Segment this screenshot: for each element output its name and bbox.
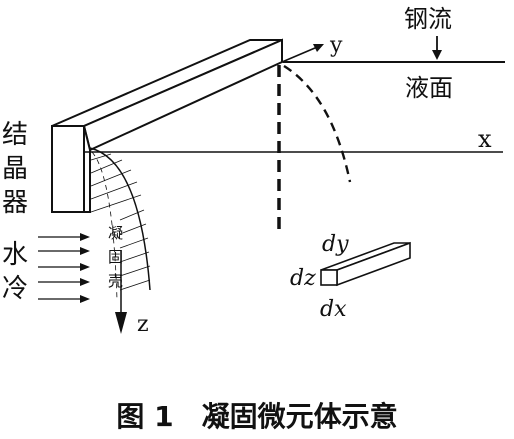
element-dx-label: dx — [320, 297, 347, 322]
mold-box — [51, 38, 283, 213]
svg-text:固: 固 — [108, 248, 123, 266]
figure-caption: 图 1 凝固微元体示意 — [116, 400, 397, 433]
steel-stream-curve — [283, 64, 352, 183]
shell-hatching — [89, 147, 151, 301]
y-axis — [281, 44, 324, 63]
svg-text:水: 水 — [2, 240, 28, 270]
water-cooling-label: 水 冷 — [2, 240, 28, 304]
x-axis-label: x — [478, 125, 492, 153]
steel-flow-label: 钢流 — [404, 5, 452, 33]
svg-text:结: 结 — [2, 120, 28, 150]
y-axis-label: y — [329, 33, 343, 58]
micro-element-box — [320, 241, 411, 287]
z-axis — [115, 250, 127, 334]
steel-flow-arrow — [432, 36, 442, 60]
element-dy-label: dy — [322, 232, 349, 257]
liquid-surface-label: 液面 — [405, 74, 453, 102]
svg-text:器: 器 — [2, 188, 28, 218]
mold-label: 结 晶 器 — [2, 120, 28, 218]
water-cooling-arrows — [38, 233, 90, 303]
shell-label: 凝 固 壳 — [108, 224, 123, 290]
svg-text:凝: 凝 — [108, 224, 123, 242]
svg-text:晶: 晶 — [2, 154, 28, 184]
z-axis-label: z — [137, 312, 149, 337]
svg-text:壳: 壳 — [108, 272, 123, 290]
element-dz-label: dz — [290, 266, 316, 291]
svg-text:冷: 冷 — [2, 274, 28, 304]
